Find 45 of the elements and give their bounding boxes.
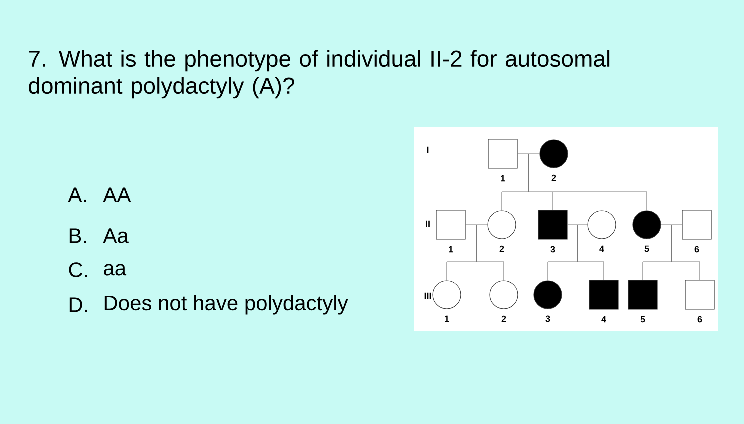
circle-symbol xyxy=(490,280,518,310)
answer-option: Does not have polydactyly xyxy=(104,295,348,315)
square-symbol xyxy=(628,280,658,310)
square-symbol xyxy=(538,210,568,240)
circle-symbol xyxy=(432,280,462,310)
individual-number: 1 xyxy=(501,175,506,182)
option-letter: A. xyxy=(68,188,86,202)
individual-number: 4 xyxy=(602,316,606,323)
option-letter: C. xyxy=(69,262,88,278)
circle-symbol xyxy=(588,210,616,240)
individual-number: 2 xyxy=(502,316,506,322)
circle-symbol xyxy=(534,280,562,310)
descent-line xyxy=(446,224,504,281)
descent-line xyxy=(642,224,700,280)
individual-number: 2 xyxy=(500,246,504,252)
mating-line xyxy=(661,224,682,226)
individual-number: 2 xyxy=(552,174,556,182)
square-symbol xyxy=(436,210,466,240)
mating-line xyxy=(466,224,488,226)
answer-option: AA xyxy=(103,188,132,202)
mating-line xyxy=(568,224,588,226)
option-letter: D. xyxy=(70,298,88,312)
individual-number: 5 xyxy=(644,246,650,252)
square-symbol xyxy=(685,280,715,310)
individual-number: 6 xyxy=(694,246,700,253)
circle-symbol xyxy=(540,140,568,168)
question-text: 7. What is the phenotype of individual II-2 for autosomal dominant polydactyly (A)? xyxy=(29,50,610,99)
answer-option: Aa xyxy=(103,228,129,244)
individual-number: 3 xyxy=(546,316,550,322)
individual-number: 4 xyxy=(600,246,604,252)
answer-option: aa xyxy=(104,264,127,276)
square-symbol xyxy=(488,139,518,169)
circle-symbol xyxy=(488,210,516,240)
individual-number: 5 xyxy=(640,316,646,323)
individual-number: 1 xyxy=(449,246,454,253)
individual-number: 3 xyxy=(550,246,556,253)
individual-number: 1 xyxy=(445,316,450,322)
generation-label: I xyxy=(427,146,429,154)
square-symbol xyxy=(589,280,619,310)
option-letter: B. xyxy=(70,228,86,244)
individual-number: 6 xyxy=(698,316,702,323)
circle-symbol xyxy=(632,210,662,240)
descent-line xyxy=(548,224,604,281)
descent-line xyxy=(502,154,648,211)
square-symbol xyxy=(682,210,712,240)
